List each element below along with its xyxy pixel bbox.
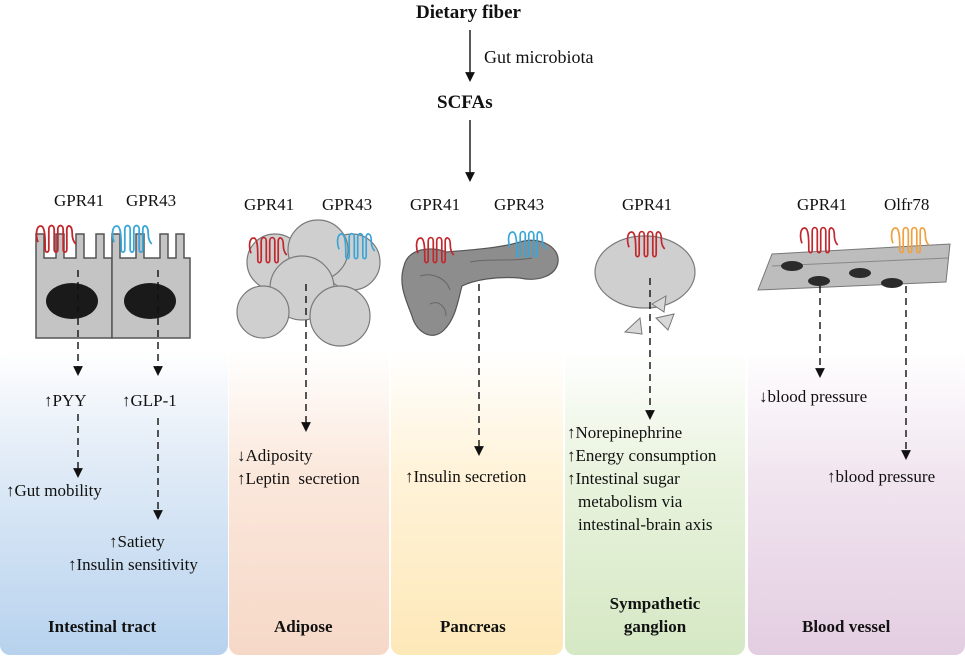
nucleus <box>124 283 176 319</box>
panel-label-blood-vessel: Blood vessel <box>802 617 891 636</box>
effect-insulin-secretion: ↑Insulin secretion <box>405 467 527 486</box>
scfas-label: SCFAs <box>437 92 493 113</box>
panel-pancreas <box>391 350 563 655</box>
effect-energy-consumption: ↑Energy consumption <box>567 446 717 465</box>
effect-leptin-secretion: ↑Leptin secretion <box>237 469 360 488</box>
effect-satiety: ↑Satiety <box>109 532 165 551</box>
gut-microbiota-label: Gut microbiota <box>484 47 594 67</box>
gpr41-receptor-icon <box>799 226 839 254</box>
dietary-fiber-label: Dietary fiber <box>416 2 521 23</box>
panel-label-adipose: Adipose <box>274 617 333 636</box>
receptor-label: GPR43 <box>494 195 545 214</box>
effect-sugar-metabolism: metabolism via <box>578 492 683 511</box>
effect-intestinal-brain-axis: intestinal-brain axis <box>578 515 713 534</box>
panel-label-ganglion: ganglion <box>623 617 687 636</box>
effect-insulin-sensitivity: ↑Insulin sensitivity <box>68 555 198 574</box>
effect-bp-down: ↓blood pressure <box>759 387 868 406</box>
receptor-label: GPR43 <box>322 195 373 214</box>
effect-adiposity: ↓Adiposity <box>237 446 313 465</box>
receptor-label: GPR41 <box>54 191 105 210</box>
effect-glp1: ↑GLP-1 <box>122 391 177 410</box>
panel-sympathetic-ganglion <box>565 350 745 655</box>
intestinal-cells <box>35 233 191 339</box>
effect-norepinephrine: ↑Norepinephrine <box>567 423 683 442</box>
panel-label-sympathetic: Sympathetic <box>609 594 701 613</box>
receptor-label: GPR41 <box>797 195 848 214</box>
receptor-label: GPR41 <box>244 195 295 214</box>
effect-gut-mobility: ↑Gut mobility <box>6 481 102 500</box>
blood-vessel-wall <box>757 243 951 291</box>
effect-intestinal-sugar: ↑Intestinal sugar <box>567 469 680 488</box>
panel-intestinal-tract <box>0 350 228 655</box>
nucleus <box>46 283 98 319</box>
pancreas-organ <box>401 239 559 336</box>
effect-pyy: ↑PYY <box>44 391 87 410</box>
panel-label-intestinal-tract: Intestinal tract <box>48 617 157 636</box>
receptor-label: GPR43 <box>126 191 177 210</box>
panel-adipose <box>229 350 389 655</box>
receptor-label: GPR41 <box>622 195 673 214</box>
receptor-label: GPR41 <box>410 195 461 214</box>
panel-label-pancreas: Pancreas <box>440 617 506 636</box>
panel-blood-vessel <box>748 350 965 655</box>
receptor-label: Olfr78 <box>884 195 930 214</box>
effect-bp-up: ↑blood pressure <box>827 467 936 486</box>
